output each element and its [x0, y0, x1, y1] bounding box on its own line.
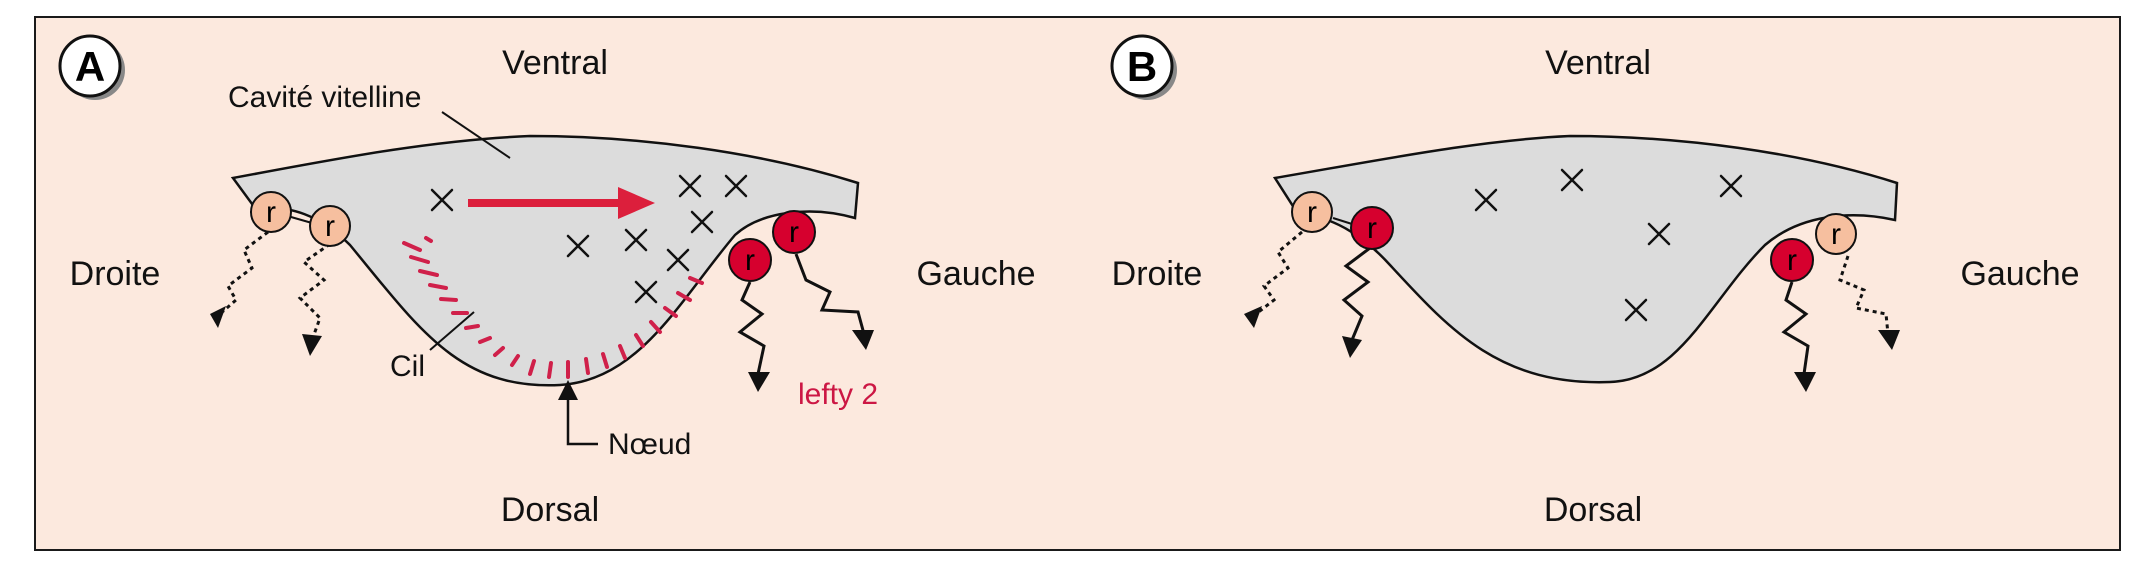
panel-a-cilium-label: Cil [390, 350, 425, 383]
panel-a-right-label: Droite [70, 255, 161, 293]
receptor-label: r [745, 244, 755, 277]
cross-mark [624, 228, 648, 252]
panel-b-right-label: Droite [1112, 255, 1203, 293]
node-pointer-arrow [558, 380, 598, 446]
panel-b: r r r r B Ventral Dorsal Droite Gauche [1110, 34, 2080, 529]
panel-b-dorsal-label: Dorsal [1544, 491, 1642, 529]
panel-b-cavity [1272, 134, 1899, 384]
panel-a-receptor-dark-2: r [772, 210, 816, 254]
cross-mark [1647, 222, 1671, 246]
receptor-label: r [1307, 196, 1317, 229]
panel-b-signal-arrowheads-dotted [1244, 306, 1900, 350]
cross-mark [1719, 174, 1743, 198]
cross-mark [1560, 168, 1584, 192]
receptor-label: r [325, 210, 335, 243]
panel-a-ventral-label: Ventral [502, 44, 608, 82]
cross-mark [1474, 188, 1498, 212]
panel-b-receptor-light-1: r [1291, 191, 1333, 233]
panel-a-lefty-label: lefty 2 [798, 378, 878, 411]
panel-a-receptor-light-2: r [309, 205, 351, 247]
receptor-label: r [266, 196, 276, 229]
panel-a-badge: A [58, 34, 125, 100]
panel-b-signals-solid [1341, 246, 1810, 375]
cross-mark [634, 280, 658, 304]
panel-a-signal-arrowheads-dotted [210, 306, 322, 356]
panel-a-flow-arrow [468, 187, 655, 219]
panel-b-signal-arrowheads-solid [1342, 336, 1816, 392]
panel-b-ventral-label: Ventral [1545, 44, 1651, 82]
receptor-label: r [1367, 212, 1377, 245]
panel-a-left-label: Gauche [916, 255, 1035, 293]
panel-a-node-label: Nœud [608, 428, 691, 461]
cavity-leader-line [441, 111, 511, 159]
cross-mark [1624, 298, 1648, 322]
panel-a-cavity [230, 134, 860, 387]
receptor-label: r [1787, 244, 1797, 277]
panel-b-badge: B [1110, 34, 1177, 100]
panel-a-crosses [430, 174, 748, 304]
receptor-label: r [789, 216, 799, 249]
panel-a-signals-dotted [219, 230, 331, 341]
panel-a-receptor-dark-1: r [728, 238, 772, 282]
cross-mark [566, 234, 590, 258]
receptor-label: r [1831, 218, 1841, 251]
panel-b-crosses [1474, 168, 1743, 322]
panel-a-cilia [402, 236, 704, 379]
cross-mark [666, 248, 690, 272]
cross-mark [430, 188, 454, 212]
cilium-leader-line [429, 311, 475, 351]
panel-b-receptor-light-2: r [1815, 213, 1857, 255]
panel-letter: B [1127, 43, 1157, 90]
cross-mark [690, 210, 714, 234]
panel-b-left-label: Gauche [1960, 255, 2079, 293]
panel-b-receptor-dark-1: r [1350, 206, 1394, 250]
cross-mark [678, 174, 702, 198]
cross-mark [724, 174, 748, 198]
panel-a: r r r r A Ventral Dorsal Droite [58, 34, 1036, 529]
panel-a-cavity-label: Cavité vitelline [228, 81, 421, 114]
panel-letter: A [75, 43, 105, 90]
panel-b-signals-dotted [1255, 230, 1890, 335]
panel-a-receptor-light-1: r [250, 191, 292, 233]
panel-a-signals-solid [737, 253, 866, 375]
panel-a-dorsal-label: Dorsal [501, 491, 599, 529]
panel-a-signal-arrowheads-solid [748, 330, 874, 392]
panel-b-receptor-dark-2: r [1770, 238, 1814, 282]
